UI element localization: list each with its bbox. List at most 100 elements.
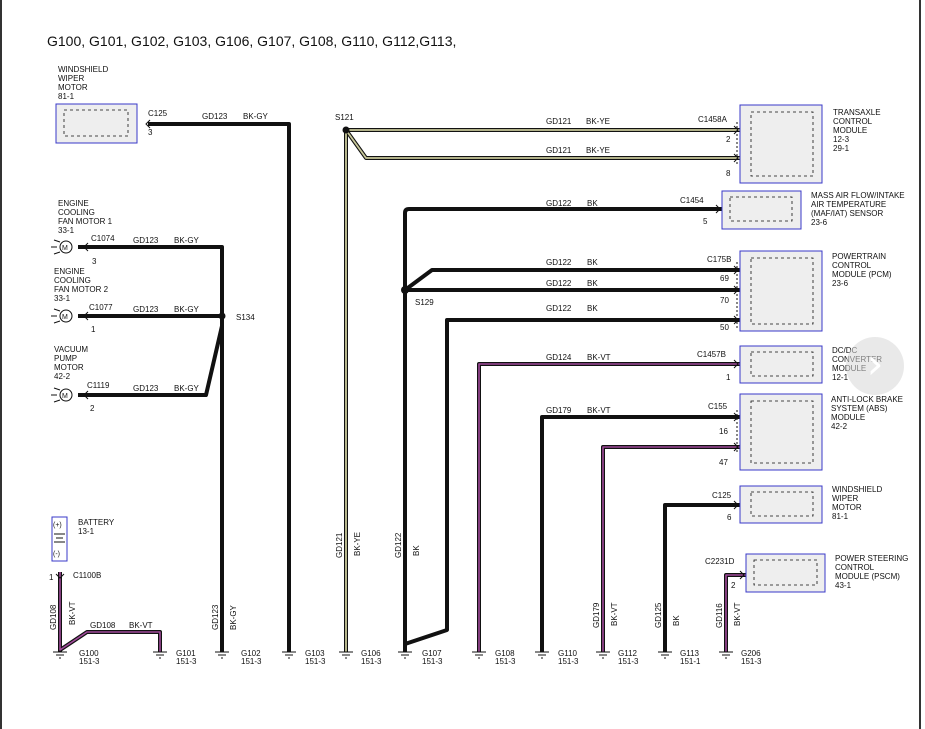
conn-c175b-pin69: 69 xyxy=(720,274,729,283)
vlabel-bkvt-gd116: BK-VT xyxy=(733,602,742,626)
splice-s129: S129 xyxy=(415,298,434,307)
abs-line2: SYSTEM (ABS) xyxy=(831,404,888,413)
g101-name: G101 xyxy=(176,649,196,658)
label-bkvt-gd124: BK-VT xyxy=(587,353,611,362)
vacuum-pump-line1: VACUUM xyxy=(54,345,88,354)
pcm-line4: 23-6 xyxy=(832,279,849,288)
label-bkye-top: BK-YE xyxy=(586,117,610,126)
fan-motor-1-line1: ENGINE xyxy=(58,199,89,208)
label-bkgy-wiper: BK-GY xyxy=(243,112,269,121)
vacuum-pump-symbol: M xyxy=(51,387,73,403)
label-bkye-bot: BK-YE xyxy=(586,146,610,155)
conn-c1458a-pin8: 8 xyxy=(726,169,731,178)
conn-c1077: C1077 xyxy=(89,303,113,312)
label-gd122-pcm69: GD122 xyxy=(546,258,572,267)
label-gd179: GD179 xyxy=(546,406,572,415)
pcm-box xyxy=(739,250,823,332)
tcm-line3: MODULE xyxy=(833,126,867,135)
label-bk-pcm69: BK xyxy=(587,258,598,267)
splice-s121: S121 xyxy=(335,113,354,122)
fan-motor-1-line2: COOLING xyxy=(58,208,95,217)
dcdc-box xyxy=(739,345,823,384)
conn-c1458a: C1458A xyxy=(698,115,728,124)
wire-gd123-wiper xyxy=(148,122,291,652)
splice-s121-dot xyxy=(342,126,350,134)
label-bk-pcm70: BK xyxy=(587,279,598,288)
left-frame-border xyxy=(0,0,2,729)
g107-ref: 151-3 xyxy=(422,657,443,666)
abs-line4: 42-2 xyxy=(831,422,848,431)
wiper-motor-left-line4: 81-1 xyxy=(58,92,75,101)
wiper-motor-right-line1: WINDSHIELD xyxy=(832,485,882,494)
diagram-title: G100, G101, G102, G103, G106, G107, G108… xyxy=(47,33,457,49)
connector-labels: C125 3 C1074 3 C1077 1 C1119 2 C1100B 1 … xyxy=(49,109,736,590)
g108-ref: 151-3 xyxy=(495,657,516,666)
conn-c1458a-pin2: 2 xyxy=(726,135,731,144)
wire-gd125 xyxy=(663,503,740,652)
vlabel-bkgy: BK-GY xyxy=(229,604,238,630)
label-gd123-fan1: GD123 xyxy=(133,236,159,245)
wire-labels-horizontal: GD123 BK-GY GD123 BK-GY GD123 BK-GY GD12… xyxy=(90,112,611,630)
label-gd108-horiz: GD108 xyxy=(90,621,116,630)
dcdc-line1: DC/DC xyxy=(832,346,858,355)
conn-c125-right: C125 xyxy=(712,491,732,500)
conn-c1077-pin: 1 xyxy=(91,325,96,334)
ground-labels: G100 151-3 G101 151-3 G102 151-3 G103 15… xyxy=(79,649,762,666)
right-frame-border xyxy=(919,0,921,729)
wire-gd123-pump xyxy=(78,325,224,397)
fan-motor-1-symbol: M xyxy=(51,239,73,255)
conn-c1119: C1119 xyxy=(87,381,110,390)
wiper-motor-right-box xyxy=(739,485,823,524)
wire-gd123-fan1 xyxy=(78,245,224,316)
g106-ref: 151-3 xyxy=(361,657,382,666)
g102-name: G102 xyxy=(241,649,261,658)
battery-line1: BATTERY xyxy=(78,518,115,527)
vlabel-gd116: GD116 xyxy=(715,603,724,628)
wiper-motor-right-line2: WIPER xyxy=(832,494,858,503)
label-gd122-pcm70: GD122 xyxy=(546,279,572,288)
fan-motor-2-line3: FAN MOTOR 2 xyxy=(54,285,109,294)
tcm-line5: 29-1 xyxy=(833,144,850,153)
label-bk-pcm50: BK xyxy=(587,304,598,313)
pcm-line1: POWERTRAIN xyxy=(832,252,886,261)
g110-name: G110 xyxy=(558,649,578,658)
label-gd123-wiper: GD123 xyxy=(202,112,228,121)
g101-ref: 151-3 xyxy=(176,657,197,666)
wiper-motor-right-line3: MOTOR xyxy=(832,503,862,512)
g110-ref: 151-3 xyxy=(558,657,579,666)
label-bkvt-gd108-horiz: BK-VT xyxy=(129,621,153,630)
vlabel-gd123: GD123 xyxy=(211,604,220,630)
g113-ref: 151-1 xyxy=(680,657,701,666)
label-bkgy-fan2: BK-GY xyxy=(174,305,200,314)
conn-c1457b: C1457B xyxy=(697,350,726,359)
conn-c1074-pin: 3 xyxy=(92,257,97,266)
wire-gd124-inner xyxy=(478,363,740,652)
label-gd124: GD124 xyxy=(546,353,572,362)
conn-c1454: C1454 xyxy=(680,196,704,205)
label-bk-maf: BK xyxy=(587,199,598,208)
fan-motor-2-line4: 33-1 xyxy=(54,294,71,303)
fan-motor-1-line4: 33-1 xyxy=(58,226,75,235)
label-bkvt-gd179: BK-VT xyxy=(587,406,611,415)
conn-c175b-pin70: 70 xyxy=(720,296,729,305)
vlabel-gd122: GD122 xyxy=(394,532,403,558)
label-bkgy-fan1: BK-GY xyxy=(174,236,200,245)
g112-ref: 151-3 xyxy=(618,657,639,666)
battery-symbol: (+) (-) xyxy=(51,516,68,562)
wire-gd179 xyxy=(540,415,740,652)
vlabel-bkye: BK-YE xyxy=(353,532,362,556)
pscm-line1: POWER STEERING xyxy=(835,554,908,563)
wiper-motor-left-box xyxy=(55,103,138,144)
conn-c125-left: C125 xyxy=(148,109,168,118)
conn-c125-left-pin: 3 xyxy=(148,128,153,137)
vlabel-bkvt-gd179: BK-VT xyxy=(610,602,619,626)
wire-gd108-inner xyxy=(59,572,161,652)
svg-text:M: M xyxy=(62,314,68,321)
tcm-line4: 12-3 xyxy=(833,135,850,144)
wire-gd116-inner xyxy=(725,574,746,652)
conn-c175b: C175B xyxy=(707,255,731,264)
next-image-button[interactable]: › xyxy=(846,337,904,395)
g108-name: G108 xyxy=(495,649,515,658)
vacuum-pump-line4: 42-2 xyxy=(54,372,71,381)
